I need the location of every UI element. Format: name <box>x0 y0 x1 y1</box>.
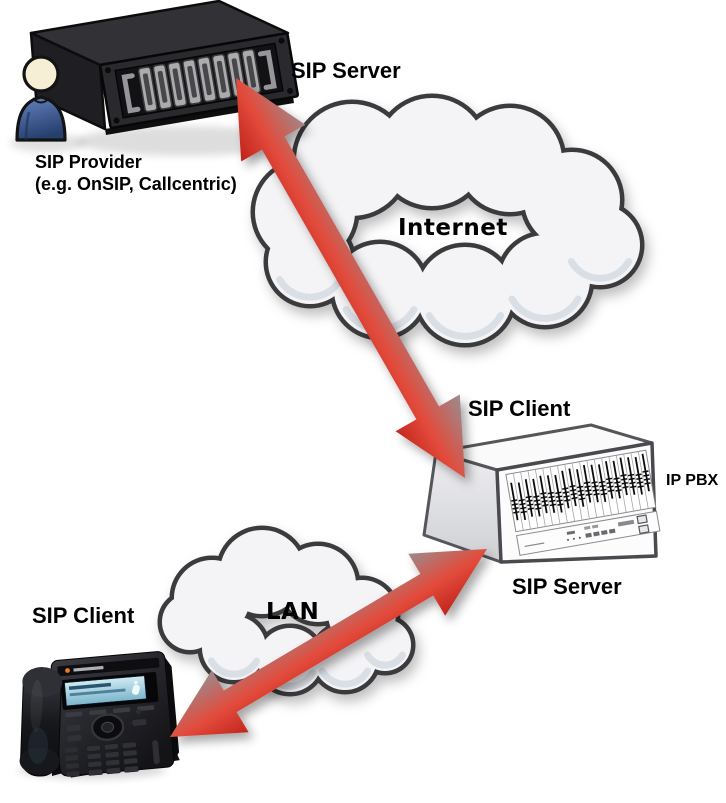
label-ip-pbx: IP PBX <box>666 472 719 489</box>
phone-softkeys <box>65 705 155 718</box>
arrow-internet-bidirectional <box>236 78 465 478</box>
label-lan-cloud: LAN <box>266 599 320 625</box>
phone-volume-rocker <box>152 740 160 765</box>
label-provider-caption-line2: (e.g. OnSIP, Callcentric) <box>35 174 237 194</box>
rack-handle-left <box>121 73 141 114</box>
user-icon <box>10 55 86 152</box>
arrow-lan-bidirectional <box>170 549 487 737</box>
pbx-fader-channels <box>505 449 661 556</box>
ip-pbx-illustration <box>422 423 661 564</box>
label-provider-caption-line1: SIP Provider <box>35 152 142 172</box>
phone-body <box>50 651 180 778</box>
ip-phone-illustration <box>18 651 180 779</box>
label-internet-cloud: Internet <box>398 215 508 241</box>
phone-keypad <box>86 741 139 776</box>
label-pbx-sip-server: SIP Server <box>512 574 622 599</box>
phone-handset <box>19 667 63 777</box>
rack-handle-right <box>257 49 277 90</box>
label-pbx-sip-client: SIP Client <box>468 396 571 421</box>
label-phone-sip-client: SIP Client <box>32 603 135 628</box>
label-provider-server: SIP Server <box>291 58 401 83</box>
phone-brand-logo <box>65 668 70 673</box>
